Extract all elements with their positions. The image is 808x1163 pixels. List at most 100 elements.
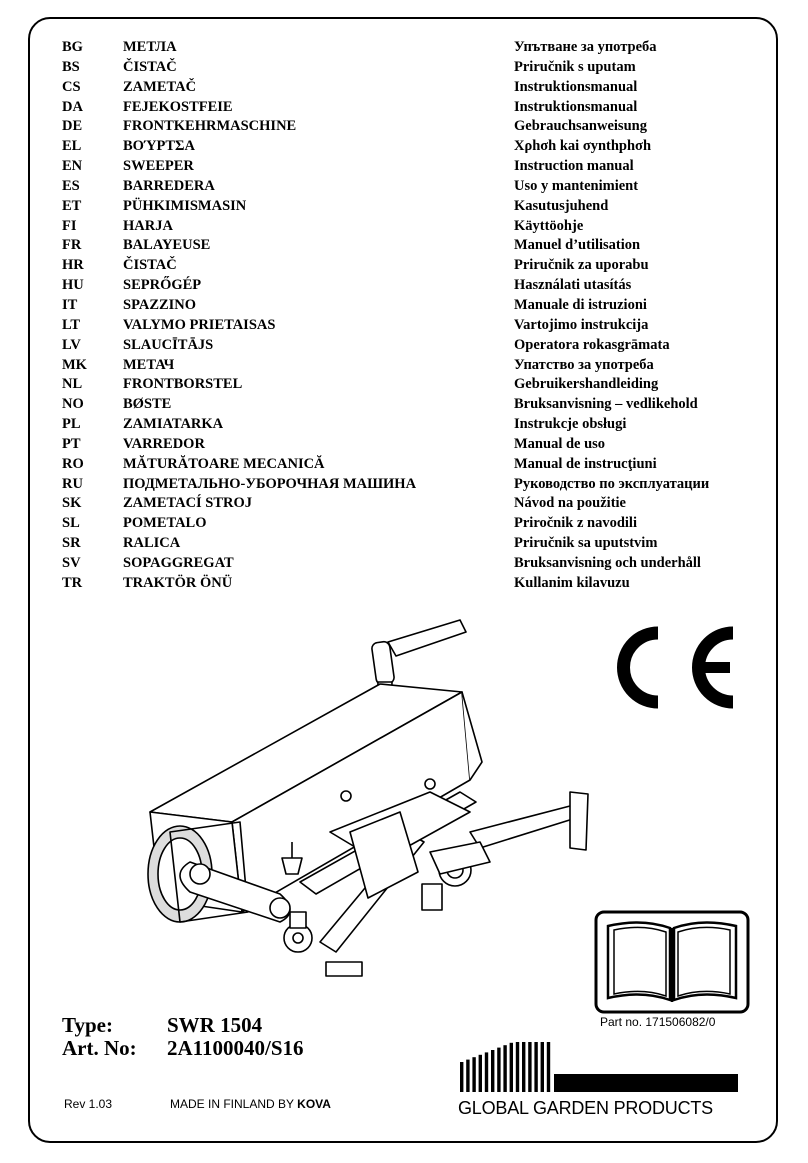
language-code: SL: [62, 515, 80, 532]
product-name: ZAMETAČ: [123, 78, 197, 95]
product-name: VARREDOR: [123, 435, 205, 452]
manual-title: Instruktionsmanual: [514, 98, 638, 115]
language-code: RO: [62, 455, 84, 472]
language-code: RU: [62, 475, 83, 492]
ggp-logo-bars-icon: [460, 1042, 738, 1092]
art-no-value: 2A1100040/S16: [167, 1036, 304, 1060]
manual-title: Упатство за употреба: [514, 356, 654, 373]
product-name: HARJA: [123, 217, 173, 234]
manual-title: Operatora rokasgrāmata: [514, 336, 670, 353]
manual-title: Kullanim kilavuzu: [514, 574, 630, 591]
language-row: FI HARJA Käyttöohje: [62, 217, 762, 237]
language-code: EL: [62, 138, 82, 155]
product-name: BØSTE: [123, 396, 172, 413]
product-name: VALYMO PRIETAISAS: [123, 316, 276, 333]
read-manual-book-icon: [594, 910, 750, 1014]
manual-title: Návod na použitie: [514, 495, 626, 512]
product-name: ČISTAČ: [123, 58, 177, 75]
language-code: CS: [62, 78, 81, 95]
language-code: SR: [62, 535, 81, 552]
type-value: SWR 1504: [167, 1013, 263, 1037]
manual-title: Bruksanvisning och underhåll: [514, 554, 701, 571]
language-code: DE: [62, 118, 83, 135]
language-code: IT: [62, 296, 78, 313]
language-code: LT: [62, 316, 81, 333]
made-in-text: MADE IN FINLAND BY: [170, 1097, 294, 1111]
product-name: SOPAGGREGAT: [123, 554, 234, 571]
language-code: DA: [62, 98, 83, 115]
language-row: PT VARREDOR Manual de uso: [62, 435, 762, 455]
language-row: HU SEPRŐGÉP Használati utasítás: [62, 276, 762, 296]
part-number: Part no. 171506082/0: [600, 1015, 716, 1029]
language-code: TR: [62, 574, 83, 591]
manual-title: Uso y mantenimient: [514, 177, 639, 194]
product-name: ПОДМЕТАЛЬНО-УБОРОЧНАЯ МАШИНА: [123, 475, 417, 492]
language-code: ET: [62, 197, 82, 214]
product-name: ČISTAČ: [123, 257, 177, 274]
product-name: ΒΟΎΡΤΣΑ: [123, 138, 195, 155]
sweeper-illustration: [147, 619, 589, 977]
manual-title: Használati utasítás: [514, 277, 632, 294]
product-name: SLAUCĪTĀJS: [123, 336, 214, 353]
language-code: LV: [62, 336, 81, 353]
language-code: NO: [62, 396, 84, 413]
product-name: FEJEKOSTFEIE: [123, 98, 233, 115]
language-code: BG: [62, 39, 83, 55]
page-border: [28, 17, 778, 1143]
type-label: Type:: [62, 1013, 113, 1037]
language-row: NO BØSTE Bruksanvisning – vedlikehold: [62, 395, 762, 415]
language-code: BS: [62, 58, 80, 75]
manual-title: Gebruikershandleiding: [514, 376, 659, 393]
language-code: EN: [62, 158, 83, 175]
manual-title: Käyttöohje: [514, 217, 584, 234]
product-name: FRONTKEHRMASCHINE: [123, 118, 297, 135]
product-name: ZAMIATARKA: [123, 416, 224, 433]
brand-name: GLOBAL GARDEN PRODUCTS: [458, 1098, 713, 1118]
product-name: RALICA: [123, 535, 181, 552]
language-code: HR: [62, 257, 84, 274]
manual-title: Priročnik z navodili: [514, 515, 637, 532]
product-name: МЕТЛА: [123, 39, 177, 55]
product-name: ZAMETACÍ STROJ: [123, 495, 253, 512]
product-name: SEPRŐGÉP: [123, 277, 202, 294]
manual-title: Instrukcje obsługi: [514, 416, 627, 433]
language-code: ES: [62, 177, 80, 194]
manual-title: Manual de instrucţiuni: [514, 455, 657, 472]
language-code: FR: [62, 237, 82, 254]
language-code: HU: [62, 277, 84, 294]
language-code: PT: [62, 435, 81, 452]
product-name: PÜHKIMISMASIN: [123, 197, 247, 214]
language-row: TR TRAKTÖR ÖNÜ Kullanim kilavuzu: [62, 574, 762, 594]
product-name: BALAYEUSE: [123, 237, 211, 254]
product-name: BARREDERA: [123, 177, 215, 194]
product-name: FRONTBORSTEL: [123, 376, 243, 393]
manual-title: Manual de uso: [514, 435, 606, 452]
manual-title: Руководство по эксплуатации: [514, 475, 710, 492]
product-name: TRAKTÖR ÖNÜ: [123, 574, 233, 591]
maker-name: KOVA: [297, 1097, 331, 1111]
language-row: EL ΒΟΎΡΤΣΑ Χρhσh kai σynthphσh: [62, 137, 762, 157]
language-row: RU ПОДМЕТАЛЬНО-УБОРОЧНАЯ МАШИНА Руководств…: [62, 475, 762, 495]
language-row: FR BALAYEUSE Manuel d’utilisation: [62, 236, 762, 256]
language-code: FI: [62, 217, 77, 234]
revision: Rev 1.03: [64, 1097, 113, 1111]
manual-title: Bruksanvisning – vedlikehold: [514, 396, 698, 413]
art-no-label: Art. No:: [62, 1036, 137, 1060]
language-row: LV SLAUCĪTĀJS Operatora rokasgrāmata: [62, 336, 762, 356]
manual-title: Manuel d’utilisation: [514, 237, 641, 254]
product-name: SPAZZINO: [123, 296, 197, 313]
manual-title: Χρhσh kai σynthphσh: [514, 138, 652, 155]
